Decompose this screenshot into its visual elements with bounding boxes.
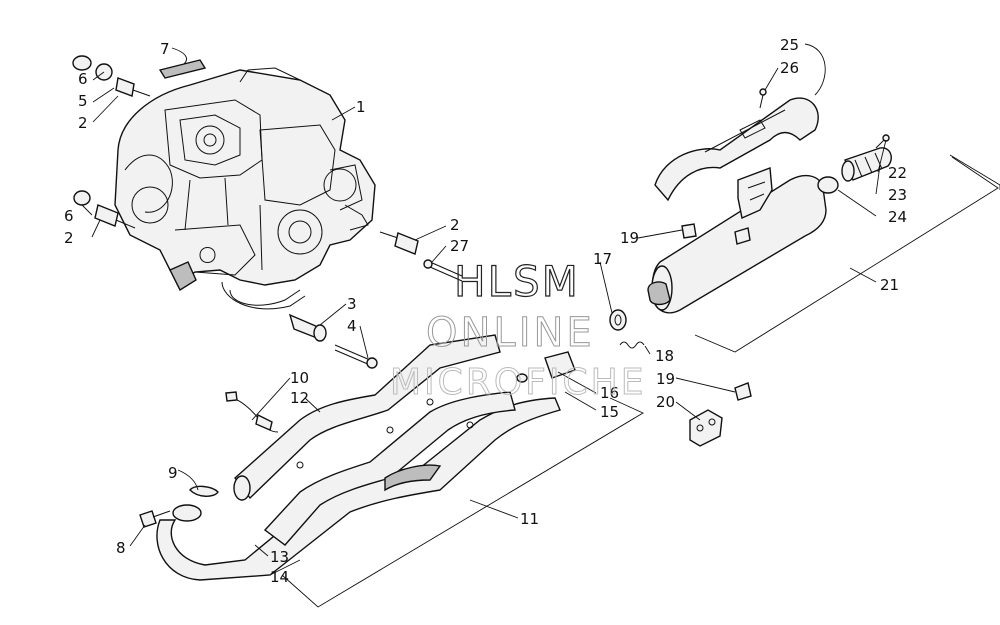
callout-12: 12 xyxy=(290,389,309,407)
muffler-assembly xyxy=(647,167,827,314)
flange-bolt xyxy=(139,510,171,528)
callout-24: 24 xyxy=(888,208,907,226)
callout-11: 11 xyxy=(520,510,539,528)
callout-25: 25 xyxy=(780,36,799,54)
callout-2a: 2 xyxy=(78,114,88,132)
callout-7: 7 xyxy=(160,40,170,58)
exhaust-gasket xyxy=(189,485,219,497)
callout-27: 27 xyxy=(450,237,469,255)
callout-21: 21 xyxy=(880,276,899,294)
muffler-gasket xyxy=(609,309,627,331)
retaining-spring xyxy=(619,341,645,349)
stud-27-set xyxy=(379,231,463,282)
decal-part xyxy=(158,59,207,79)
callout-17: 17 xyxy=(593,250,612,268)
callout-23: 23 xyxy=(888,186,907,204)
callout-15: 15 xyxy=(600,403,619,421)
callout-5: 5 xyxy=(78,92,88,110)
watermark-line2: ONLINE xyxy=(426,310,595,356)
heat-shield xyxy=(654,97,819,202)
group-line-muffler-box xyxy=(694,156,999,353)
callout-20: 20 xyxy=(656,393,675,411)
watermark-line3: MICROFICHE xyxy=(390,362,646,403)
screw-26 xyxy=(759,88,767,109)
callout-3: 3 xyxy=(347,295,357,313)
callout-14: 14 xyxy=(270,568,289,586)
tailpipe-gasket xyxy=(817,176,839,194)
stud-nut-set-lower xyxy=(73,190,136,229)
callout-9: 9 xyxy=(168,464,178,482)
callout-19b: 19 xyxy=(656,370,675,388)
mount-bracket xyxy=(689,409,723,447)
callout-16: 16 xyxy=(600,384,619,402)
engine-assembly xyxy=(114,67,376,310)
callout-26: 26 xyxy=(780,59,799,77)
watermark: HLSM ONLINE MICROFICHE xyxy=(390,256,646,403)
callout-2c: 2 xyxy=(450,216,460,234)
exhaust-header-pipes xyxy=(156,334,576,581)
group-line-headers xyxy=(281,397,644,608)
callout-13: 13 xyxy=(270,548,289,566)
callout-18: 18 xyxy=(655,347,674,365)
callout-10: 10 xyxy=(290,369,309,387)
watermark-line1: HLSM xyxy=(454,257,580,306)
callout-6b: 6 xyxy=(64,207,74,225)
callout-1: 1 xyxy=(356,98,366,116)
leader-lines xyxy=(81,43,887,576)
screw-22 xyxy=(875,134,890,149)
spark-arrestor xyxy=(841,147,892,182)
callout-2b: 2 xyxy=(64,229,74,247)
callout-19a: 19 xyxy=(620,229,639,247)
grommet-upper xyxy=(681,223,697,239)
callout-6a: 6 xyxy=(78,70,88,88)
callout-8: 8 xyxy=(116,539,126,557)
callout-4: 4 xyxy=(347,317,357,335)
callout-labels: 1 6 5 2 7 6 2 2 27 3 4 10 12 9 8 11 13 1… xyxy=(64,36,907,586)
group-line-muffler xyxy=(949,154,1000,190)
stud-3-set xyxy=(288,313,378,369)
grommet-lower xyxy=(734,382,752,401)
callout-22: 22 xyxy=(888,164,907,182)
